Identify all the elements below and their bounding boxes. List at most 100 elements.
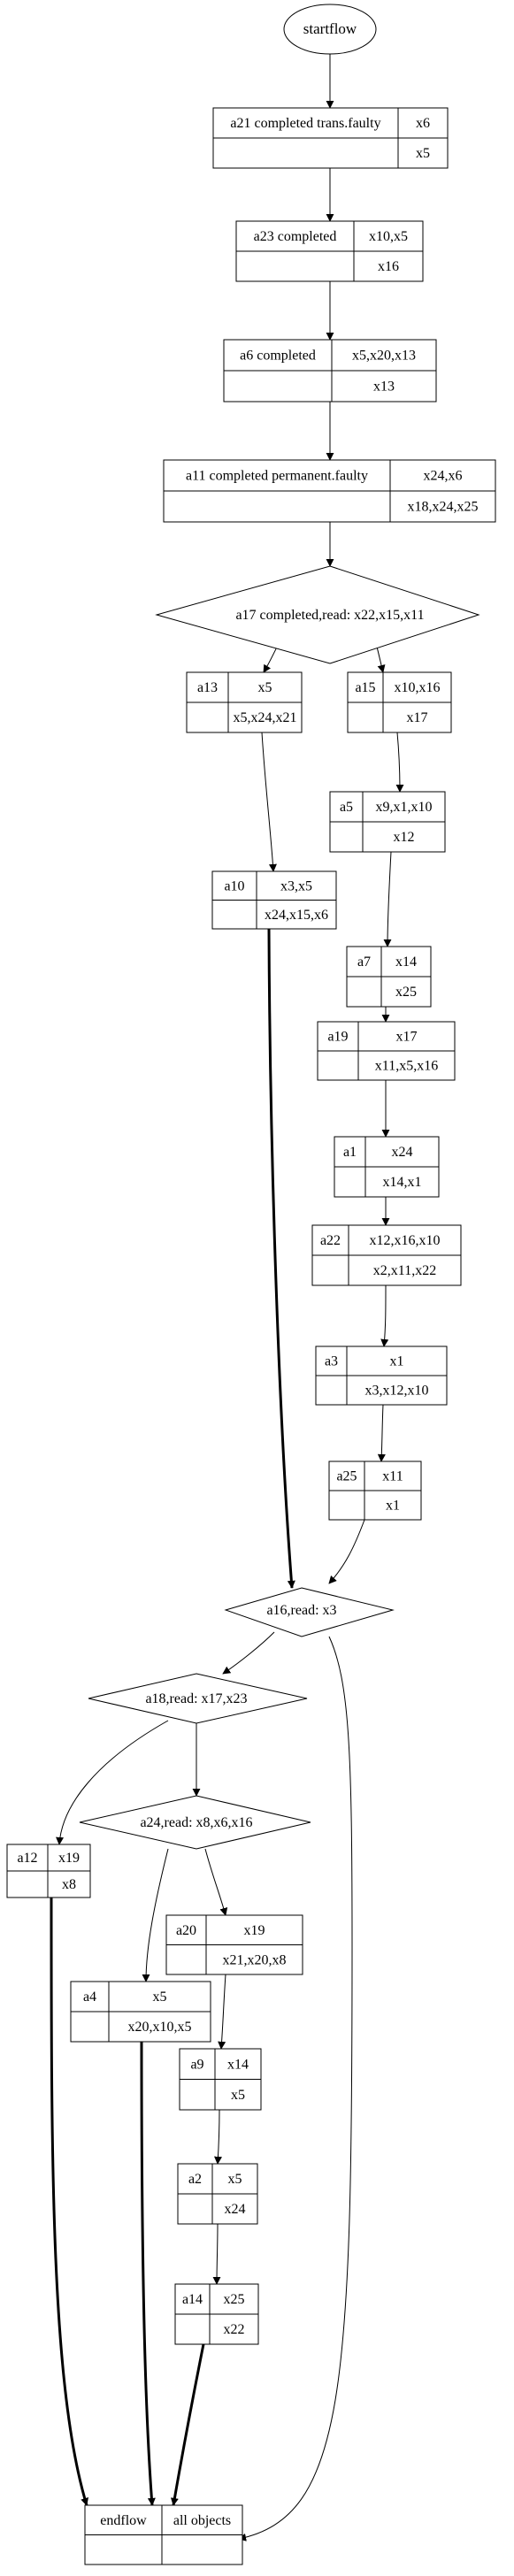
edge-a25-a16 [328,1519,365,1584]
record-a10: a10 x3,x5 x24,x15,x6 [211,870,337,930]
record-a7-name: a7 [357,954,371,970]
record-a22-top: x12,x16,x10 [370,1233,441,1248]
record-a20: a20 x19 x21,x20,x8 [165,1914,303,1975]
diamond-a16: a16,read: x3 [224,1587,395,1637]
edge-a24-a20 [204,1848,228,1916]
record-a4-bottom: x20,x10,x5 [128,2020,192,2035]
record-a25: a25 x11 x1 [328,1460,422,1521]
record-a2-top: x5 [228,2172,242,2187]
record-end-name: endflow [100,2513,147,2528]
record-a25-bottom: x1 [386,1499,400,1514]
edge-a24-a4 [142,1848,169,1982]
record-a3-top: x1 [390,1354,404,1369]
edge-a5-a7 [383,851,392,947]
record-a12-bottom: x8 [62,1877,76,1892]
record-a19-top: x17 [396,1030,418,1045]
record-a11-bottom: x18,x24,x25 [408,500,479,515]
record-a7-top: x14 [395,954,417,970]
record-a19-name: a19 [327,1030,348,1045]
record-a15-top: x10,x16 [395,680,441,695]
record-a6-bottom: x13 [373,380,395,395]
record-a25-name: a25 [336,1469,357,1484]
diamond-a17-label: a17 completed,read: x22,x15,x11 [235,608,424,623]
record-a11-top: x24,x6 [424,469,463,484]
edge-a2-a14 [212,2223,221,2285]
record-a10-name: a10 [224,878,244,893]
diamond-a24: a24,read: x8,x6,x16 [79,1795,311,1850]
edge-a9-a2 [214,2109,222,2165]
record-a3-name: a3 [325,1354,338,1369]
record-a22-bottom: x2,x11,x22 [373,1263,436,1278]
record-a1-top: x24 [392,1145,413,1160]
record-a3-bottom: x3,x12,x10 [365,1384,429,1399]
edge-a15-a5 [395,732,404,793]
diamond-a18: a18,read: x17,x23 [88,1673,308,1724]
record-a15: a15 x10,x16 x17 [347,671,452,733]
record-a5-bottom: x12 [394,830,415,845]
record-a9: a9 x14 x5 [179,2048,262,2111]
record-a9-top: x14 [227,2057,249,2072]
diamond-a24-label: a24,read: x8,x6,x16 [140,1815,252,1830]
record-a2-name: a2 [188,2172,202,2187]
record-a13-bottom: x5,x24,x21 [234,710,297,725]
record-a3: a3 x1 x3,x12,x10 [315,1346,448,1406]
diamond-a17: a17 completed,read: x22,x15,x11 [155,565,480,664]
record-a2-bottom: x24 [225,2202,246,2217]
record-a1-name: a1 [343,1145,357,1160]
start-label: startflow [303,20,357,37]
record-a11-name: a11 completed permanent.faulty [186,469,368,484]
record-a15-name: a15 [355,680,375,695]
record-a25-top: x11 [382,1469,403,1484]
record-a9-bottom: x5 [231,2088,245,2103]
record-a20-top: x19 [244,1923,265,1938]
edge-a13-a10 [261,732,277,872]
record-a19: a19 x17 x11,x5,x16 [317,1021,456,1081]
record-a4-top: x5 [153,1990,167,2005]
record-a4-name: a4 [83,1990,96,2005]
record-a21-top: x6 [416,116,430,131]
edge-a20-a9 [218,1974,226,2050]
start-node: startflow [283,4,377,55]
record-a23: a23 completed x10,x5 x16 [235,220,424,282]
edge-a22-a3 [380,1284,389,1347]
record-a23-name: a23 completed [254,229,337,244]
record-a4: a4 x5 x20,x10,x5 [70,1981,211,2043]
record-a20-name: a20 [176,1923,196,1938]
record-a9-name: a9 [190,2057,203,2072]
record-a21-bottom: x5 [416,146,430,161]
record-a20-bottom: x21,x20,x8 [223,1952,287,1967]
record-a23-bottom: x16 [378,259,399,274]
record-a14: a14 x25 x22 [174,2283,259,2345]
record-a2: a2 x5 x24 [177,2163,258,2225]
record-a5-top: x9,x1,x10 [376,800,433,815]
diamond-a18-label: a18,read: x17,x23 [145,1691,247,1706]
edge-a16-end [238,1636,353,2542]
record-a23-top: x10,x5 [369,229,408,244]
edge-a14-end [170,2343,205,2506]
record-a5-name: a5 [340,800,353,815]
record-a10-bottom: x24,x15,x6 [265,908,328,923]
edge-a4-end [140,2041,156,2506]
edge-a3-a25 [377,1404,386,1462]
edge-a18-a12 [56,1720,169,1845]
record-a12-top: x19 [58,1851,80,1866]
edge-a16-a18 [222,1631,275,1675]
record-a13-name: a13 [197,680,218,695]
diamond-a16-label: a16,read: x3 [266,1603,336,1618]
record-a14-top: x25 [224,2292,245,2307]
record-a19-bottom: x11,x5,x16 [375,1059,438,1074]
record-a15-bottom: x17 [407,710,428,725]
record-a14-bottom: x22 [224,2322,245,2337]
record-a21-name: a21 completed trans.faulty [230,116,380,131]
record-a10-top: x3,x5 [280,878,312,893]
record-a14-name: a14 [182,2292,203,2307]
record-a6-name: a6 completed [240,349,316,364]
